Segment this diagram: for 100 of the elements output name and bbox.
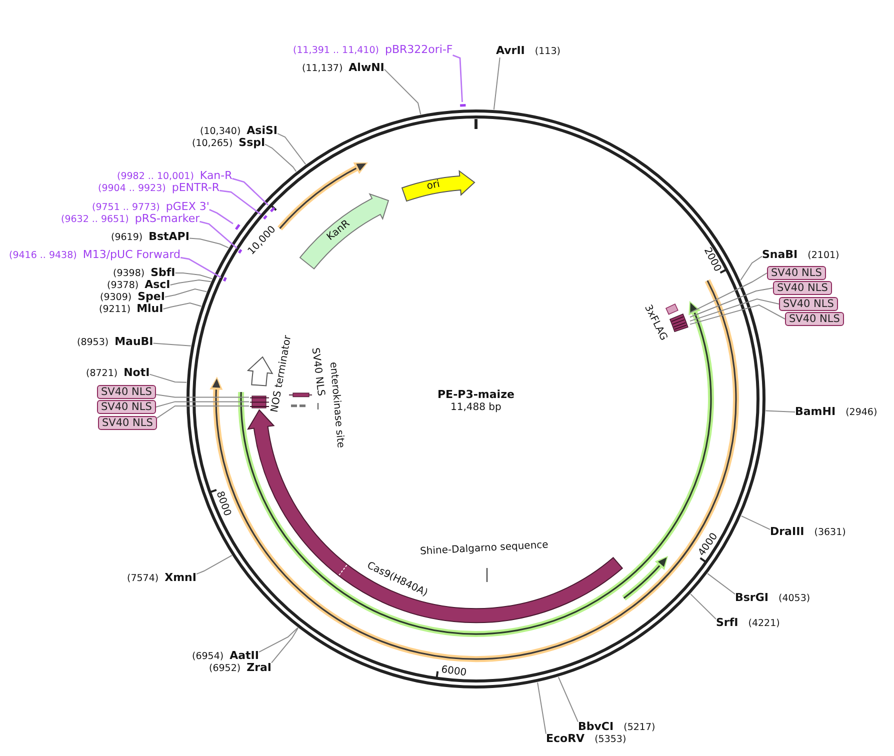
- site-position: (4053): [778, 592, 810, 604]
- site-label: BsrGI: [735, 592, 768, 604]
- leader-line: [537, 682, 546, 734]
- leader-line: [740, 515, 770, 530]
- scale-label: 2000: [700, 246, 724, 274]
- leader-line: [264, 144, 297, 172]
- site-label: NotI: [124, 366, 150, 378]
- site-position: (4221): [748, 618, 780, 630]
- leader-line: [156, 406, 250, 419]
- scale-label: 8000: [213, 490, 234, 518]
- leader-line: [384, 68, 422, 115]
- site-position: (3631): [814, 526, 846, 538]
- leader-line: [149, 374, 187, 383]
- leader-line: [180, 256, 222, 278]
- primer-label: pRS-marker: [134, 212, 200, 224]
- primer-position: (9416 .. 9438): [9, 250, 77, 262]
- site-position: (9398): [113, 268, 145, 280]
- leader-line: [271, 628, 299, 664]
- site-position: (5217): [624, 722, 656, 734]
- site-position: (9619): [111, 232, 143, 244]
- site-position: (7574): [127, 572, 159, 584]
- leader-line: [196, 554, 232, 575]
- feature-tag: SV40 NLS: [97, 385, 156, 399]
- primer-label: pENTR-R: [172, 182, 220, 194]
- site-position: (8953): [77, 336, 109, 348]
- site-label: SpeI: [138, 290, 165, 302]
- leader-line: [219, 190, 262, 216]
- leader-line: [690, 288, 774, 318]
- leader-line: [164, 288, 208, 298]
- feature-tag: SV40 NLS: [767, 266, 826, 280]
- leader-line: [452, 54, 463, 102]
- primer-position: (9904 .. 9923): [98, 182, 166, 194]
- leader-line: [200, 220, 238, 249]
- site-label: MluI: [136, 302, 164, 314]
- leader-line: [690, 298, 780, 322]
- site-position: (9309): [100, 292, 132, 304]
- primer-position: (9751 .. 9773): [92, 202, 160, 212]
- feature-label: NOS terminator: [268, 334, 294, 413]
- site-position: (2946): [846, 406, 878, 418]
- feature-label: Shine-Dalgarno sequence: [420, 540, 549, 558]
- feature-label: enterokinase site: [326, 362, 346, 448]
- leader-line: [170, 280, 212, 286]
- leader-line: [174, 272, 213, 280]
- site-label: BamHI: [795, 406, 836, 418]
- site-position: (11,137): [302, 62, 343, 74]
- feature-tag: SV40 NLS: [785, 312, 844, 326]
- feature-label: ori: [426, 179, 441, 194]
- primer-position: (9982 .. 10,001): [117, 170, 194, 182]
- leader-line: [188, 238, 230, 248]
- site-label: BbvCI: [578, 720, 614, 732]
- leader-line: [558, 676, 578, 722]
- site-position: (8721): [86, 368, 118, 380]
- site-position: (9378): [107, 280, 139, 292]
- primer-label: M13/pUC Forward: [82, 248, 181, 260]
- leader-line: [162, 302, 202, 310]
- site-label: AlwNI: [348, 62, 384, 74]
- plasmid-size: 11,488 bp: [450, 402, 502, 414]
- site-label: SbfI: [150, 266, 176, 278]
- scale-label: 6000: [440, 664, 467, 680]
- site-position: (2101): [808, 250, 840, 262]
- leader-line: [493, 57, 500, 110]
- site-label: XmnI: [164, 572, 196, 584]
- site-label: SnaBI: [762, 248, 798, 260]
- primer-label: pGEX 3': [166, 200, 210, 212]
- leader-line: [740, 256, 762, 281]
- site-position: (113): [534, 46, 560, 58]
- site-label: AvrII: [496, 44, 525, 56]
- leader-line: [765, 410, 796, 412]
- leader-line: [707, 573, 736, 595]
- site-position: (10,340): [200, 126, 241, 138]
- site-position: (6952): [209, 662, 241, 674]
- site-label: EcoRV: [546, 732, 585, 744]
- site-label: AatII: [230, 650, 259, 662]
- feature-tag: SV40 NLS: [97, 400, 156, 414]
- leader-line: [258, 627, 298, 653]
- primer-position: (11,391 .. 11,410): [293, 44, 379, 56]
- site-label: SrfI: [716, 616, 738, 628]
- leader-line: [277, 133, 306, 165]
- leader-line: [155, 401, 250, 408]
- primer-label: Kan-R: [200, 170, 232, 182]
- feature-tag: SV40 NLS: [779, 297, 838, 311]
- feature-label: SV40 NLS: [308, 347, 326, 397]
- site-position: (10,265): [192, 138, 233, 150]
- primer-label: pBR322ori-F: [384, 44, 453, 56]
- leader-line: [690, 304, 786, 325]
- site-label: AsiSI: [246, 124, 278, 136]
- feature-tag: SV40 NLS: [773, 281, 832, 295]
- site-label: ZraI: [246, 662, 272, 674]
- site-position: (5353): [594, 734, 626, 746]
- site-position: (6954): [192, 650, 224, 662]
- plasmid-name: PE-P3-maize: [438, 389, 514, 401]
- primer-position: (9632 .. 9651): [61, 214, 129, 226]
- site-label: SspI: [238, 136, 266, 148]
- site-label: BstAPI: [148, 230, 190, 242]
- leader-line: [152, 342, 192, 346]
- leader-line: [209, 208, 234, 224]
- site-label: AscI: [144, 278, 170, 290]
- site-label: MauBI: [114, 336, 154, 348]
- site-position: (9211): [99, 304, 131, 316]
- leader-line: [155, 394, 250, 398]
